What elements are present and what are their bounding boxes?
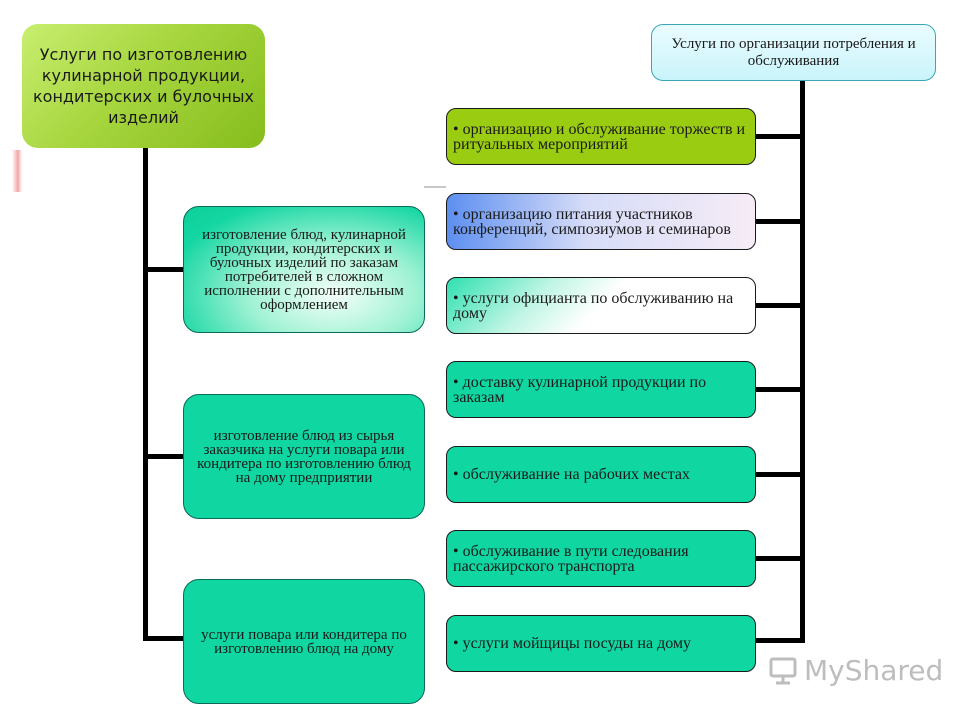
left-branch-line-1 [143, 267, 185, 272]
left-root-label: Услуги по изготовлению кулинарной продук… [33, 45, 254, 127]
right-branch-line-5 [755, 472, 805, 477]
right-item-node-7: • услуги мойщицы посуды на дому [446, 615, 756, 672]
right-item-node-3: • услуги официанта по обслуживанию на до… [446, 277, 756, 334]
left-branch-line-3 [143, 636, 185, 641]
left-trunk-line [143, 148, 148, 639]
left-child-label-2: изготовление блюд из сырья заказчика на … [197, 427, 411, 486]
presentation-board-icon [769, 657, 797, 684]
left-branch-line-2 [143, 454, 185, 459]
right-item-label-6: • обслуживание в пути следования пассажи… [453, 542, 689, 575]
watermark: MyShared [768, 654, 943, 687]
right-item-label-5: • обслуживание на рабочих местах [453, 466, 691, 483]
left-root-node: Услуги по изготовлению кулинарной продук… [22, 24, 265, 148]
right-branch-line-3 [755, 303, 805, 308]
right-branch-line-6 [755, 556, 805, 561]
left-child-node-3: услуги повара или кондитера по изготовле… [183, 579, 425, 704]
left-child-node-1: изготовление блюд, кулинарной продукции,… [183, 206, 425, 333]
watermark-text: MyShared [804, 654, 944, 687]
right-item-label-3: • услуги официанта по обслуживанию на до… [453, 289, 734, 322]
right-item-label-2: • организацию питания участников конфере… [453, 205, 731, 238]
right-item-node-6: • обслуживание в пути следования пассажи… [446, 530, 756, 587]
right-root-label: Услуги по организации потребления и обсл… [671, 35, 916, 69]
right-item-node-2: • организацию питания участников конфере… [446, 193, 756, 250]
right-item-node-1: • организацию и обслуживание торжеств и … [446, 108, 756, 165]
decorative-bar [12, 150, 22, 192]
right-item-node-5: • обслуживание на рабочих местах [446, 446, 756, 503]
right-branch-line-7 [755, 638, 805, 643]
right-item-label-7: • услуги мойщицы посуды на дому [453, 635, 692, 652]
right-trunk-line [800, 81, 805, 643]
right-branch-line-2 [755, 219, 805, 224]
decorative-dash [424, 186, 446, 188]
right-root-node: Услуги по организации потребления и обсл… [651, 24, 936, 81]
right-branch-line-4 [755, 387, 805, 392]
right-item-node-4: • доставку кулинарной продукции по заказ… [446, 361, 756, 418]
right-item-label-1: • организацию и обслуживание торжеств и … [453, 120, 746, 153]
right-item-label-4: • доставку кулинарной продукции по заказ… [453, 373, 707, 406]
left-child-node-2: изготовление блюд из сырья заказчика на … [183, 394, 425, 519]
right-branch-line-1 [755, 134, 805, 139]
left-child-label-3: услуги повара или кондитера по изготовле… [201, 626, 407, 657]
left-child-label-1: изготовление блюд, кулинарной продукции,… [202, 226, 406, 313]
